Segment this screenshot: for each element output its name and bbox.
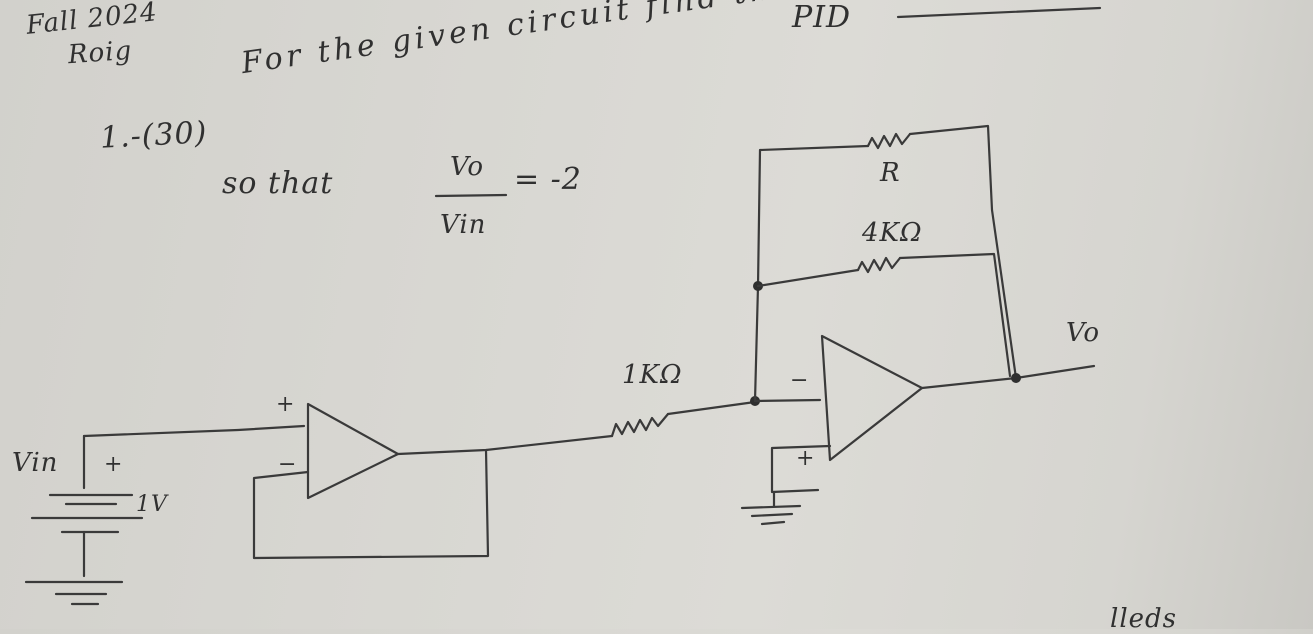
input-source-label: Vin bbox=[12, 448, 59, 478]
resistor-4k-label: 4KΩ bbox=[862, 218, 923, 248]
input-resistor-wire bbox=[668, 402, 755, 414]
feedback-4k-wire-right bbox=[900, 254, 1010, 376]
main-opamp bbox=[822, 336, 922, 460]
output-wire bbox=[922, 366, 1094, 388]
input-wire bbox=[84, 426, 304, 436]
ratio-value: = -2 bbox=[514, 162, 582, 197]
pid-label: PID bbox=[792, 0, 852, 35]
output-label: Vo bbox=[1066, 318, 1101, 348]
feedback-left-rail bbox=[755, 146, 868, 401]
noninverting-ground-wire bbox=[772, 446, 830, 492]
pid-underline bbox=[898, 8, 1100, 17]
resistor-r-zigzag bbox=[868, 134, 910, 148]
buffer-plus-label: + bbox=[276, 392, 296, 417]
ground-symbol bbox=[742, 506, 800, 524]
buffer-minus-label: − bbox=[278, 452, 298, 477]
opamp-plus-label: + bbox=[796, 446, 816, 471]
source-value-label: 1V bbox=[136, 492, 168, 517]
resistor-r-label: R bbox=[880, 158, 901, 188]
buffer-opamp bbox=[308, 404, 398, 498]
buffer-feedback-wire bbox=[254, 450, 488, 558]
buffer-output-wire bbox=[398, 436, 612, 454]
ratio-numerator: Vo bbox=[450, 152, 485, 182]
feedback-r-wire bbox=[910, 126, 1016, 378]
problem-text-line2-prefix: so that bbox=[222, 166, 334, 201]
resistor-4k-zigzag bbox=[858, 258, 900, 272]
source-plus-label: + bbox=[104, 452, 124, 477]
inverting-input-wire bbox=[755, 400, 820, 401]
input-resistor-1k-zigzag bbox=[612, 414, 668, 436]
feedback-4k-wire-left bbox=[758, 270, 858, 286]
battery-symbol bbox=[26, 436, 142, 604]
input-resistor-label: 1KΩ bbox=[622, 360, 683, 390]
ratio-denominator: Vin bbox=[440, 210, 487, 240]
opamp-minus-label: − bbox=[790, 368, 810, 393]
cut-footer-text: lleds bbox=[1110, 604, 1178, 634]
ratio-fraction-bar bbox=[436, 195, 506, 196]
